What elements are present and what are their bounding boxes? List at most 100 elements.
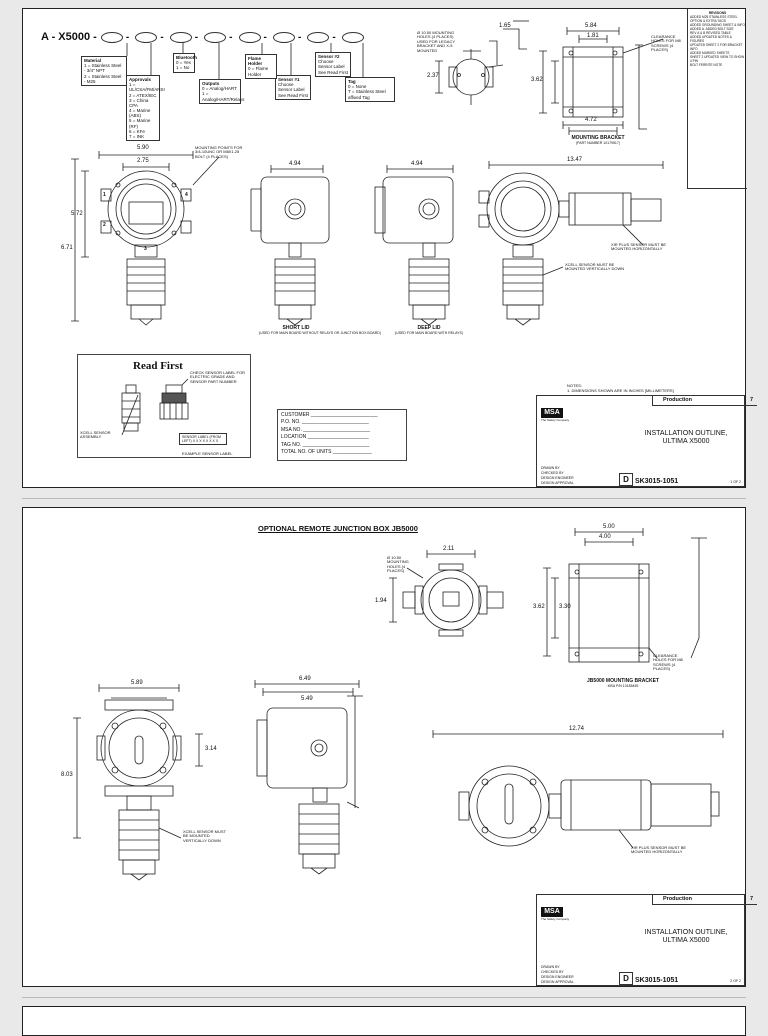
code-field (100, 31, 123, 43)
dimension-label: 5.90 (137, 145, 149, 151)
msa-logo: MSA (541, 907, 563, 917)
dimension-label: 4.94 (289, 161, 301, 167)
dimension-label: 1.81 (587, 33, 599, 39)
units-field: TOTAL NO. OF UNITS ______________ (281, 449, 372, 456)
dimension-label: 1.94 (375, 598, 387, 604)
dimension-label: 5.84 (585, 23, 597, 29)
clearance-holes-note: CLEARANCE HOLES FOR M8 SCREWS (4 PLACES) (651, 34, 681, 53)
dimension-label: 5.00 (603, 524, 615, 530)
dimension-label: 2.75 (137, 158, 149, 164)
drawing-sheet-3-partial (22, 1006, 746, 1036)
dimension-label: 4.00 (599, 534, 611, 540)
dimension-label: 6.71 (61, 245, 73, 251)
check-sensor-label-note: CHECK SENSOR LABEL FOR ELECTRIC GRADE AN… (190, 370, 245, 384)
dimension-label: 4.72 (585, 117, 597, 123)
mounting-holes-note: Ø 10.50 MOUNTING HOLES (4 PLACES) USED F… (417, 30, 455, 53)
msa-no-field: MSA NO. ________________________ (281, 426, 370, 433)
drawing-number: SK3015-1051 (635, 977, 679, 984)
sensor-assembly-label: XCELL SENSOR ASSEMBLY (80, 430, 111, 440)
tag-no-field: TAG NO. ________________________ (281, 441, 370, 448)
dimension-label: 5.49 (301, 696, 313, 702)
drawing-title: INSTALLATION OUTLINE, ULTIMA X5000 (644, 929, 728, 944)
revision-block: REVISIONS ADDED M25 STAINLESS STEEL OPTI… (687, 9, 747, 189)
dimension-label: 2.11 (443, 546, 455, 552)
customer-field: CUSTOMER ________________________ (281, 412, 378, 418)
outline-drawing-sheet-1 (71, 20, 664, 326)
mounting-holes-note: Ø 10.50 MOUNTING HOLES (4 PLACES) (387, 555, 409, 574)
code-field (169, 31, 192, 43)
code-field (135, 31, 158, 43)
clearance-holes-note: CLEARANCE HOLES FOR M8 SCREWS (4 PLACES) (653, 653, 683, 672)
location-field: LOCATION ______________________ (281, 434, 369, 441)
port-number: 2 (103, 222, 106, 228)
dimension-label: 5.72 (71, 211, 83, 217)
code-field (238, 31, 261, 43)
drawing-number: SK3015-1051 (635, 478, 679, 485)
port-number: 4 (185, 192, 188, 198)
port-number: 1 (103, 192, 106, 198)
dimension-label: 12.74 (569, 726, 585, 732)
dimension-label: 2.37 (427, 73, 439, 79)
drawing-title: INSTALLATION OUTLINE, ULTIMA X5000 (644, 430, 728, 445)
po-field: P.O. NO. ________________________ (281, 419, 369, 426)
read-first-panel: Read First CHECK SENSOR LABEL FOR ELECTR… (77, 354, 251, 458)
code-field (307, 31, 330, 43)
dimension-label: 3.30 (559, 604, 571, 610)
sensor-label-example: SENSOR LABEL (FROM LEFT) X X X X X X X X (179, 433, 227, 446)
code-field (341, 31, 364, 43)
dimension-label: 8.03 (61, 772, 73, 778)
dimension-label: 3.62 (533, 604, 545, 610)
customer-info-box: CUSTOMER ________________________ P.O. N… (277, 409, 407, 461)
read-first-title: Read First (133, 360, 183, 372)
dimension-label: 3.14 (205, 746, 217, 752)
notes-heading: NOTES: (567, 383, 582, 388)
dimension-label: 1.65 (499, 23, 511, 29)
sensor-illustration (121, 378, 189, 436)
port-number: 3 (144, 246, 147, 252)
caption-deep-lid: DEEP LID(USED FOR MAIN BOARD WITH RELAYS… (395, 325, 463, 335)
sheet-number: 1 OF 2 (730, 480, 741, 484)
sheet-size: D (619, 972, 633, 985)
xcell-note: XCELL SENSOR MUST BE MOUNTED VERTICALLY … (565, 262, 625, 272)
xcell-note: XCELL SENSOR MUST BE MOUNTED VERTICALLY … (183, 829, 226, 843)
xir-plus-note: XIR PLUS SENSOR MUST BE MOUNTED HORIZONT… (611, 242, 667, 252)
outline-drawing-sheet-2 (73, 528, 724, 881)
model-code: A - X5000 - - - - - - - - (41, 31, 365, 43)
sheet-heading: OPTIONAL REMOTE JUNCTION BOX JB5000 (258, 524, 418, 533)
code-field (204, 31, 227, 43)
dimension-label: 5.89 (131, 680, 143, 686)
dimension-label: 4.94 (411, 161, 423, 167)
caption-mounting-bracket: MOUNTING BRACKET(PART NUMBER 10179517) (571, 135, 625, 145)
caption-short-lid: SHORT LID(USED FOR MAIN BOARD WITHOUT RE… (259, 325, 381, 335)
code-field (272, 31, 295, 43)
dimension-label: 13.47 (567, 157, 583, 163)
msa-logo-tagline: The Safety Company (541, 917, 570, 921)
sheet-number: 2 OF 2 (730, 979, 741, 983)
notes-line: 1. DIMENSIONS SHOWN ARE IN INCHES [MILLI… (567, 388, 674, 393)
dimension-label: 3.62 (531, 77, 543, 83)
xir-plus-note: XIR PLUS SENSOR MUST BE MOUNTED HORIZONT… (631, 845, 687, 855)
msa-logo-tagline: The Safety Company (541, 418, 570, 422)
dimension-label: 6.49 (299, 676, 311, 682)
model-code-prefix: A - X5000 - (41, 31, 97, 43)
msa-logo: MSA (541, 408, 563, 418)
mounting-points-note: MOUNTING POINTS FOR 3/4-10UNC OR M8X1.25… (195, 145, 243, 159)
drawing-sheet-2: OPTIONAL REMOTE JUNCTION BOX JB5000 (22, 507, 757, 987)
example-sensor-label-caption: EXAMPLE SENSOR LABEL (182, 451, 233, 456)
